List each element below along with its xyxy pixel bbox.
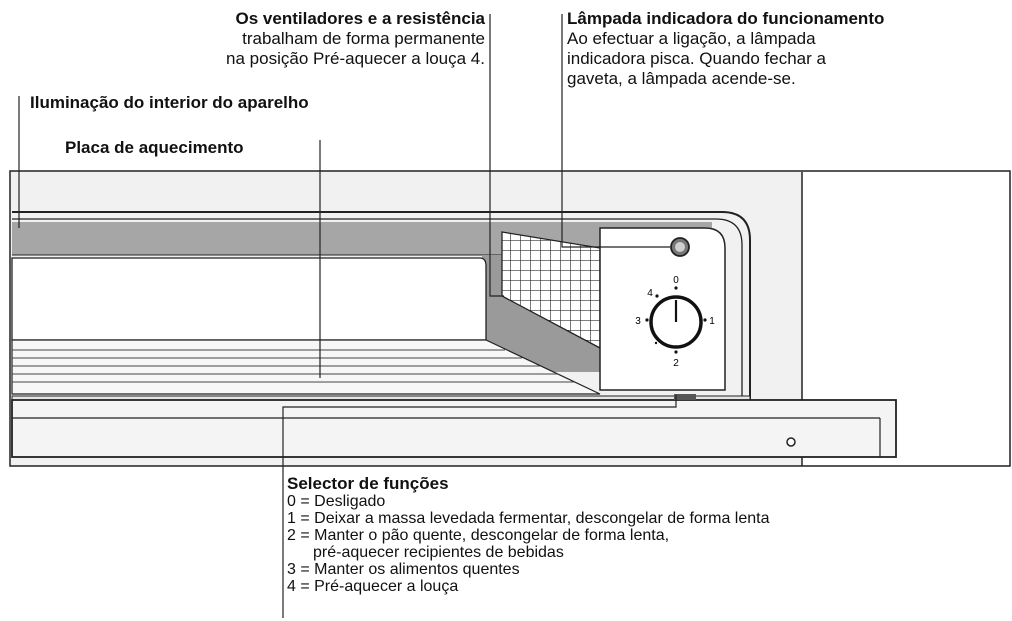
lamp-description-line-1: Ao efectuar a ligação, a lâmpada (567, 29, 816, 48)
knob-mark-0: 0 (673, 275, 679, 286)
drawer-frame (12, 211, 751, 400)
selector-item-1: 1 = Deixar a massa levedada fermentar, d… (287, 510, 770, 527)
lamp-description-line-2: indicadora pisca. Quando fechar a (567, 49, 826, 68)
selector-item-3: 3 = Manter os alimentos quentes (287, 561, 520, 578)
callout-selector (282, 395, 677, 472)
knob-mark-1: 1 (709, 316, 715, 327)
heating-plate (11, 339, 601, 395)
drawer-front (11, 399, 897, 458)
interior-lighting-label: Iluminação do interior do aparelho (30, 93, 309, 112)
knob-mark-4: 4 (647, 288, 653, 299)
selector-item-2-continued: pré-aquecer recipientes de bebidas (313, 544, 564, 561)
lamp-description-line-3: gaveta, a lâmpada acende-se. (567, 69, 796, 88)
selector-title: Selector de funções (287, 474, 449, 493)
fans-description-line-1: trabalham de forma permanente (242, 29, 485, 48)
selector-item-4: 4 = Pré-aquecer a louça (287, 578, 459, 595)
drawer-handle-notch (674, 394, 696, 400)
callout-lamp (561, 14, 670, 248)
lamp-title: Lâmpada indicadora do funcionamento (567, 9, 885, 28)
fans-description-line-2: na posição Pré-aquecer a louça 4. (226, 49, 485, 68)
drawer-knob-dot (786, 437, 796, 447)
knob-mark-2: 2 (673, 358, 679, 369)
selector-legend: Selector de funções 0 = Desligado 1 = De… (287, 474, 770, 595)
heating-plate-label: Placa de aquecimento (65, 138, 244, 157)
rear-wall (11, 257, 487, 341)
knob-mark-3: 3 (635, 316, 641, 327)
selector-item-2: 2 = Manter o pão quente, descongelar de … (287, 527, 670, 544)
selector-item-0: 0 = Desligado (287, 493, 386, 510)
fans-title: Os ventiladores e a resistência (235, 9, 485, 28)
callout-fans (489, 14, 504, 297)
